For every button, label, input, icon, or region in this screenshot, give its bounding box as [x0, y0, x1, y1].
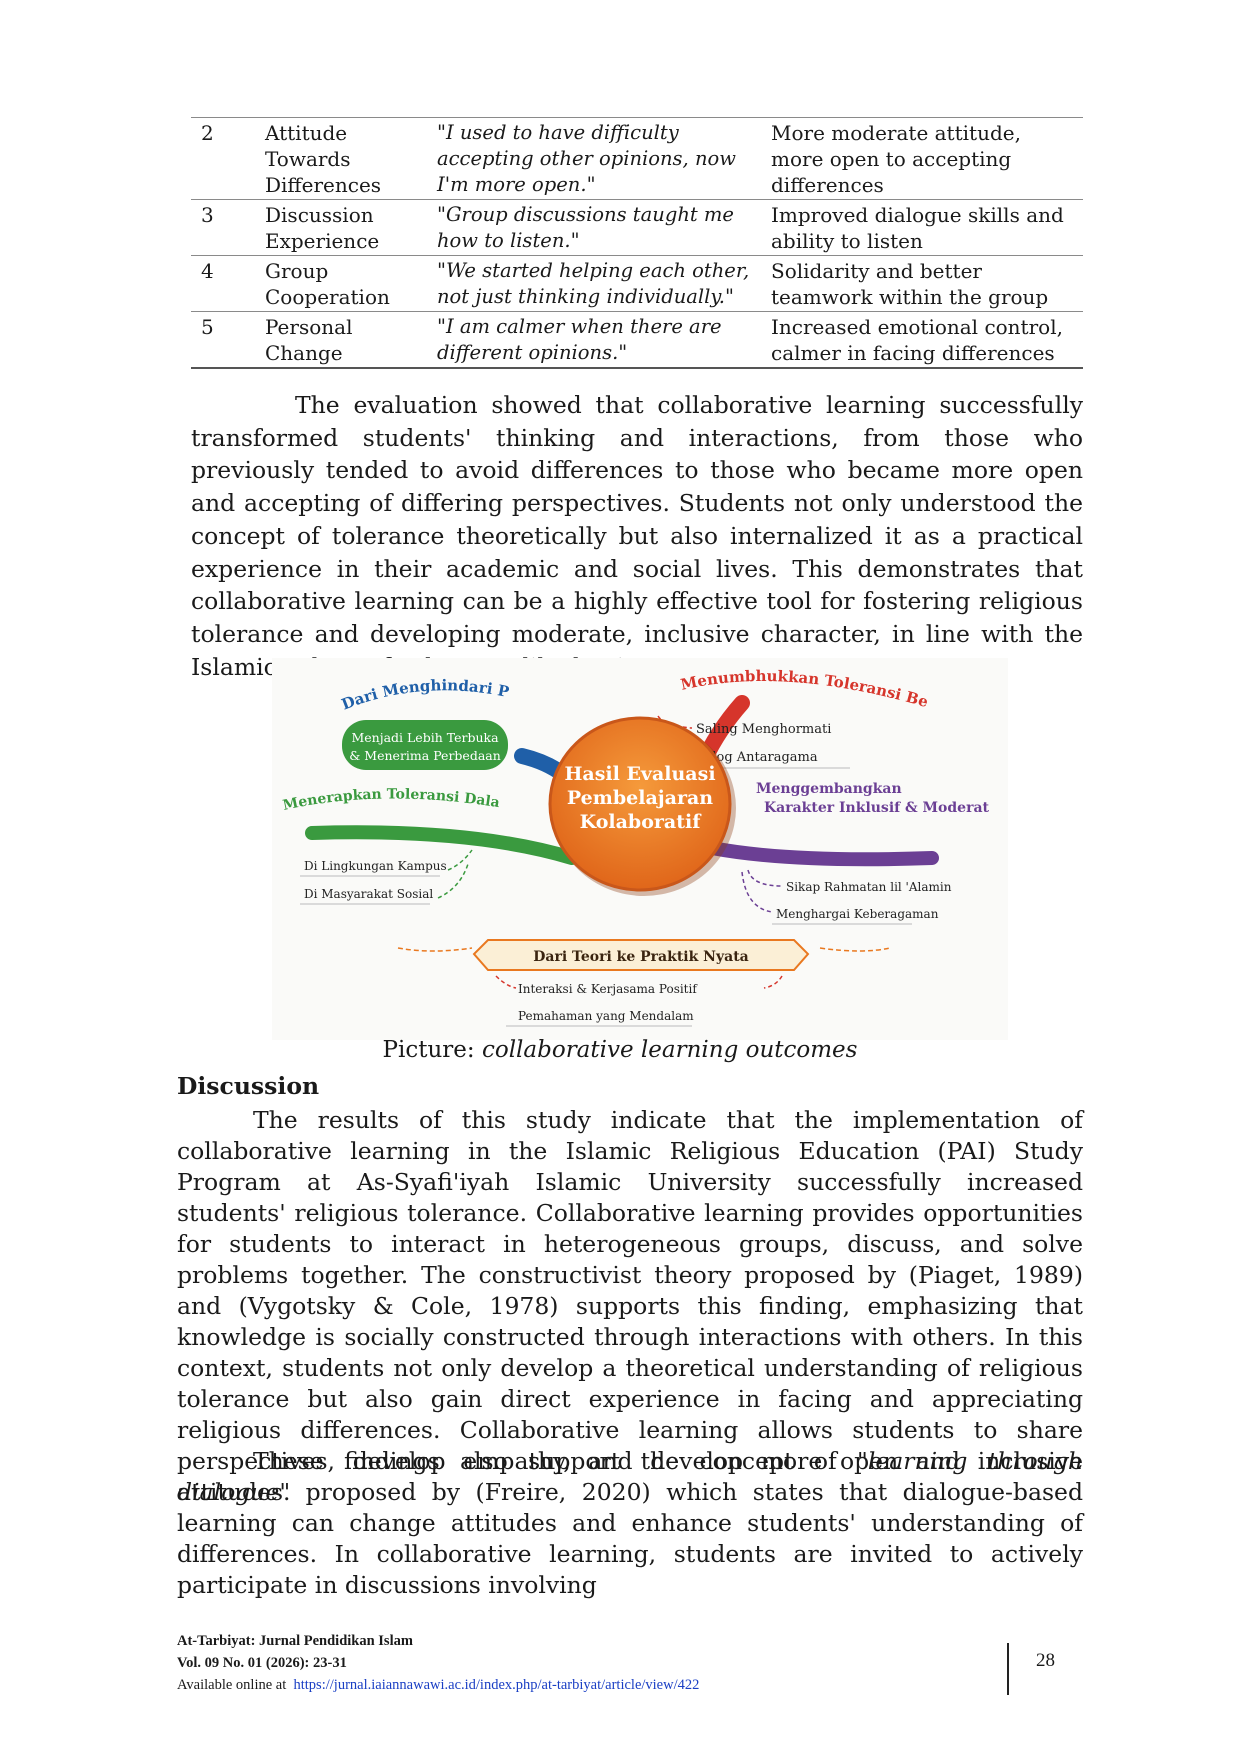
evaluation-paragraph: The evaluation showed that collaborative…	[191, 389, 1083, 683]
row-number: 4	[191, 255, 259, 312]
item-pemahaman: Pemahaman yang Mendalam	[518, 1009, 694, 1023]
center-line1: Hasil Evaluasi	[564, 763, 715, 785]
available-label: Available online at	[177, 1677, 287, 1693]
center-node	[548, 716, 732, 892]
row-quote: "Group discussions taught me how to list…	[431, 199, 765, 256]
center-line3: Kolaboratif	[580, 811, 703, 833]
journal-name: At-Tarbiyat: Jurnal Pendidikan Islam	[177, 1633, 413, 1649]
caption-italic: collaborative learning outcomes	[481, 1037, 858, 1063]
item-lingkungan-kampus: Di Lingkungan Kampus	[304, 859, 447, 873]
row-quote: "I used to have difficulty accepting oth…	[431, 117, 765, 200]
journal-volume: Vol. 09 No. 01 (2026): 23-31	[177, 1655, 347, 1671]
discussion-paragraph-1: The results of this study indicate that …	[177, 1106, 1083, 1506]
article-link[interactable]: https://jurnal.iaiannawawi.ac.id/index.p…	[293, 1677, 700, 1693]
badge-line1: Menjadi Lebih Terbuka	[351, 730, 499, 745]
item-masyarakat-sosial: Di Masyarakat Sosial	[304, 887, 433, 901]
connector	[741, 871, 773, 913]
row-result: Increased emotional control, calmer in f…	[765, 311, 1083, 369]
page-number: 28	[1036, 1650, 1055, 1671]
footer-divider	[1007, 1643, 1009, 1695]
connector	[437, 863, 469, 899]
row-result: Improved dialogue skills and ability to …	[765, 199, 1083, 256]
table-row: 2 Attitude Towards Differences "I used t…	[191, 117, 1083, 200]
results-table: 2 Attitude Towards Differences "I used t…	[191, 117, 1083, 369]
table-row: 5 Personal Change "I am calmer when ther…	[191, 311, 1083, 369]
item-interaksi: Interaksi & Kerjasama Positif	[518, 982, 698, 996]
paragraph-text: The evaluation showed that collaborative…	[191, 391, 1083, 681]
title-right-line2: Karakter Inklusif & Moderat	[764, 800, 990, 816]
branch-green	[305, 825, 579, 865]
row-aspect: Discussion Experience	[259, 199, 431, 256]
row-number: 2	[191, 117, 259, 200]
caption-prefix: Picture:	[382, 1037, 482, 1063]
connector	[397, 947, 473, 952]
title-right-line1: Menggembangkan	[756, 781, 902, 797]
row-result: More moderate attitude, more open to acc…	[765, 117, 1083, 200]
row-aspect: Attitude Towards Differences	[259, 117, 431, 200]
connector	[819, 947, 891, 952]
item-saling-menghormati: Saling Menghormati	[696, 722, 831, 737]
paragraph-start: These findings also support the concept …	[253, 1447, 868, 1475]
badge-box	[342, 720, 508, 770]
paragraph-italic: learning through dialogue	[177, 1447, 1083, 1506]
table-row: 4 Group Cooperation "We started helping …	[191, 255, 1083, 312]
center-line2: Pembelajaran	[567, 787, 713, 809]
discussion-paragraph-2: These findings also support the concept …	[177, 1446, 1083, 1601]
row-number: 3	[191, 199, 259, 256]
branch-purple	[705, 841, 939, 867]
paragraph-rest: " proposed by (Freire, 2020) which state…	[177, 1478, 1083, 1599]
figure-caption: Picture: collaborative learning outcomes	[0, 1037, 1240, 1063]
availability-line: Available online at https://jurnal.iaian…	[177, 1674, 699, 1696]
banner-title: Dari Teori ke Praktik Nyata	[533, 949, 748, 965]
connector	[763, 975, 783, 989]
mindmap-figure: Dari Menghindari Perbedaan Menumbhukkan …	[272, 658, 1008, 1040]
item-dialog-antaragama: Dialog Antaragama	[690, 750, 818, 765]
connector	[447, 849, 473, 871]
table-row: 3 Discussion Experience "Group discussio…	[191, 199, 1083, 256]
page-footer: At-Tarbiyat: Jurnal Pendidikan Islam Vol…	[177, 1630, 699, 1696]
row-quote: "We started helping each other, not just…	[431, 255, 765, 312]
section-heading-discussion: Discussion	[177, 1072, 320, 1100]
badge-line2: & Menerima Perbedaan	[349, 748, 501, 763]
row-aspect: Group Cooperation	[259, 255, 431, 312]
item-sikap-rahmatan: Sikap Rahmatan lil 'Alamin	[786, 880, 952, 894]
item-menghargai: Menghargai Keberagaman	[776, 907, 939, 921]
connector	[747, 869, 783, 887]
row-quote: "I am calmer when there are different op…	[431, 311, 765, 369]
bottom-banner	[472, 939, 810, 971]
row-result: Solidarity and better teamwork within th…	[765, 255, 1083, 312]
connector	[495, 975, 517, 989]
row-aspect: Personal Change	[259, 311, 431, 369]
row-number: 5	[191, 311, 259, 369]
